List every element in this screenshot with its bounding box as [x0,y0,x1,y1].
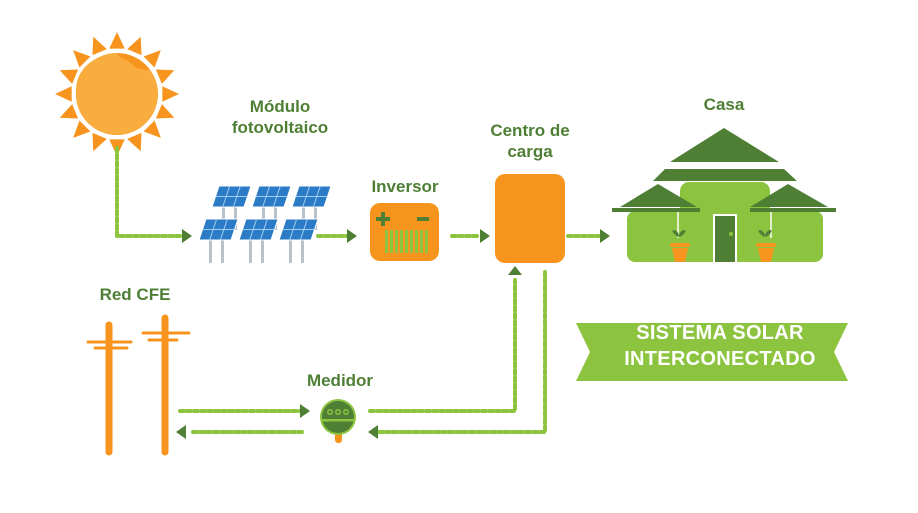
pv-module-label: Módulo fotovoltaico [225,96,335,138]
sun-ray [73,120,91,138]
solar-panel [278,218,319,263]
arrow-left-icon [368,425,378,439]
sun-ray [155,69,175,84]
inverter-icon [370,203,439,261]
meter-label: Medidor [306,371,374,390]
pv-module-label-line2: fotovoltaico [231,118,329,137]
solar-panel [211,185,252,230]
inverter-label: Inversor [371,177,439,196]
sun-ray [109,32,125,49]
flow-sun-to-pv [115,146,184,238]
banner-line1: SISTEMA SOLAR [636,322,804,344]
sun-icon [55,32,179,156]
banner-ribbon [576,323,848,381]
house-icon [612,128,836,262]
sun-ray [92,132,107,152]
solar-panel [291,185,332,230]
sun-ray [73,50,91,68]
arrow-right-icon [347,229,357,243]
sun-ray [162,86,179,102]
sun-ray [143,120,161,138]
sun-ray [59,69,79,84]
arrow-right-icon [182,229,192,243]
solar-panel [251,185,292,230]
solar-panel [198,218,239,263]
arrow-right-icon [480,229,490,243]
plant-pot-icon [756,230,776,262]
flow-arrowheads [176,229,610,439]
flow-meter-to-loadcenter [368,278,517,413]
flow-lines [115,146,602,434]
solar-panel-icon [198,185,332,263]
sun-ray [92,36,107,56]
sun-ray [127,36,142,56]
grid-label: Red CFE [99,285,171,304]
banner-title: SISTEMA SOLAR INTERCONECTADO [600,320,840,372]
plant-pot-icon [670,230,690,262]
arrow-up-icon [508,266,522,275]
arrow-left-icon [176,425,186,439]
pv-module-label-line1: Módulo [249,97,311,116]
sun-ray [143,50,161,68]
sun-rays [55,32,179,156]
meter-icon [320,399,356,443]
load-center-label-line1: Centro de [490,121,570,140]
banner-line2: INTERCONECTADO [624,348,816,370]
arrow-right-icon [300,404,310,418]
sun-ray [59,104,79,119]
sun-ray [127,132,142,152]
utility-pole-icon [86,314,191,456]
sun-ray [55,86,72,102]
load-center-label: Centro de carga [470,120,590,162]
load-center-label-line2: carga [507,142,553,161]
sun-ray [155,104,175,119]
arrow-right-icon [600,229,610,243]
flow-loadcenter-to-meter [376,270,547,434]
solar-panel [238,218,279,263]
load-center-icon [495,174,565,263]
house-label: Casa [703,95,745,114]
